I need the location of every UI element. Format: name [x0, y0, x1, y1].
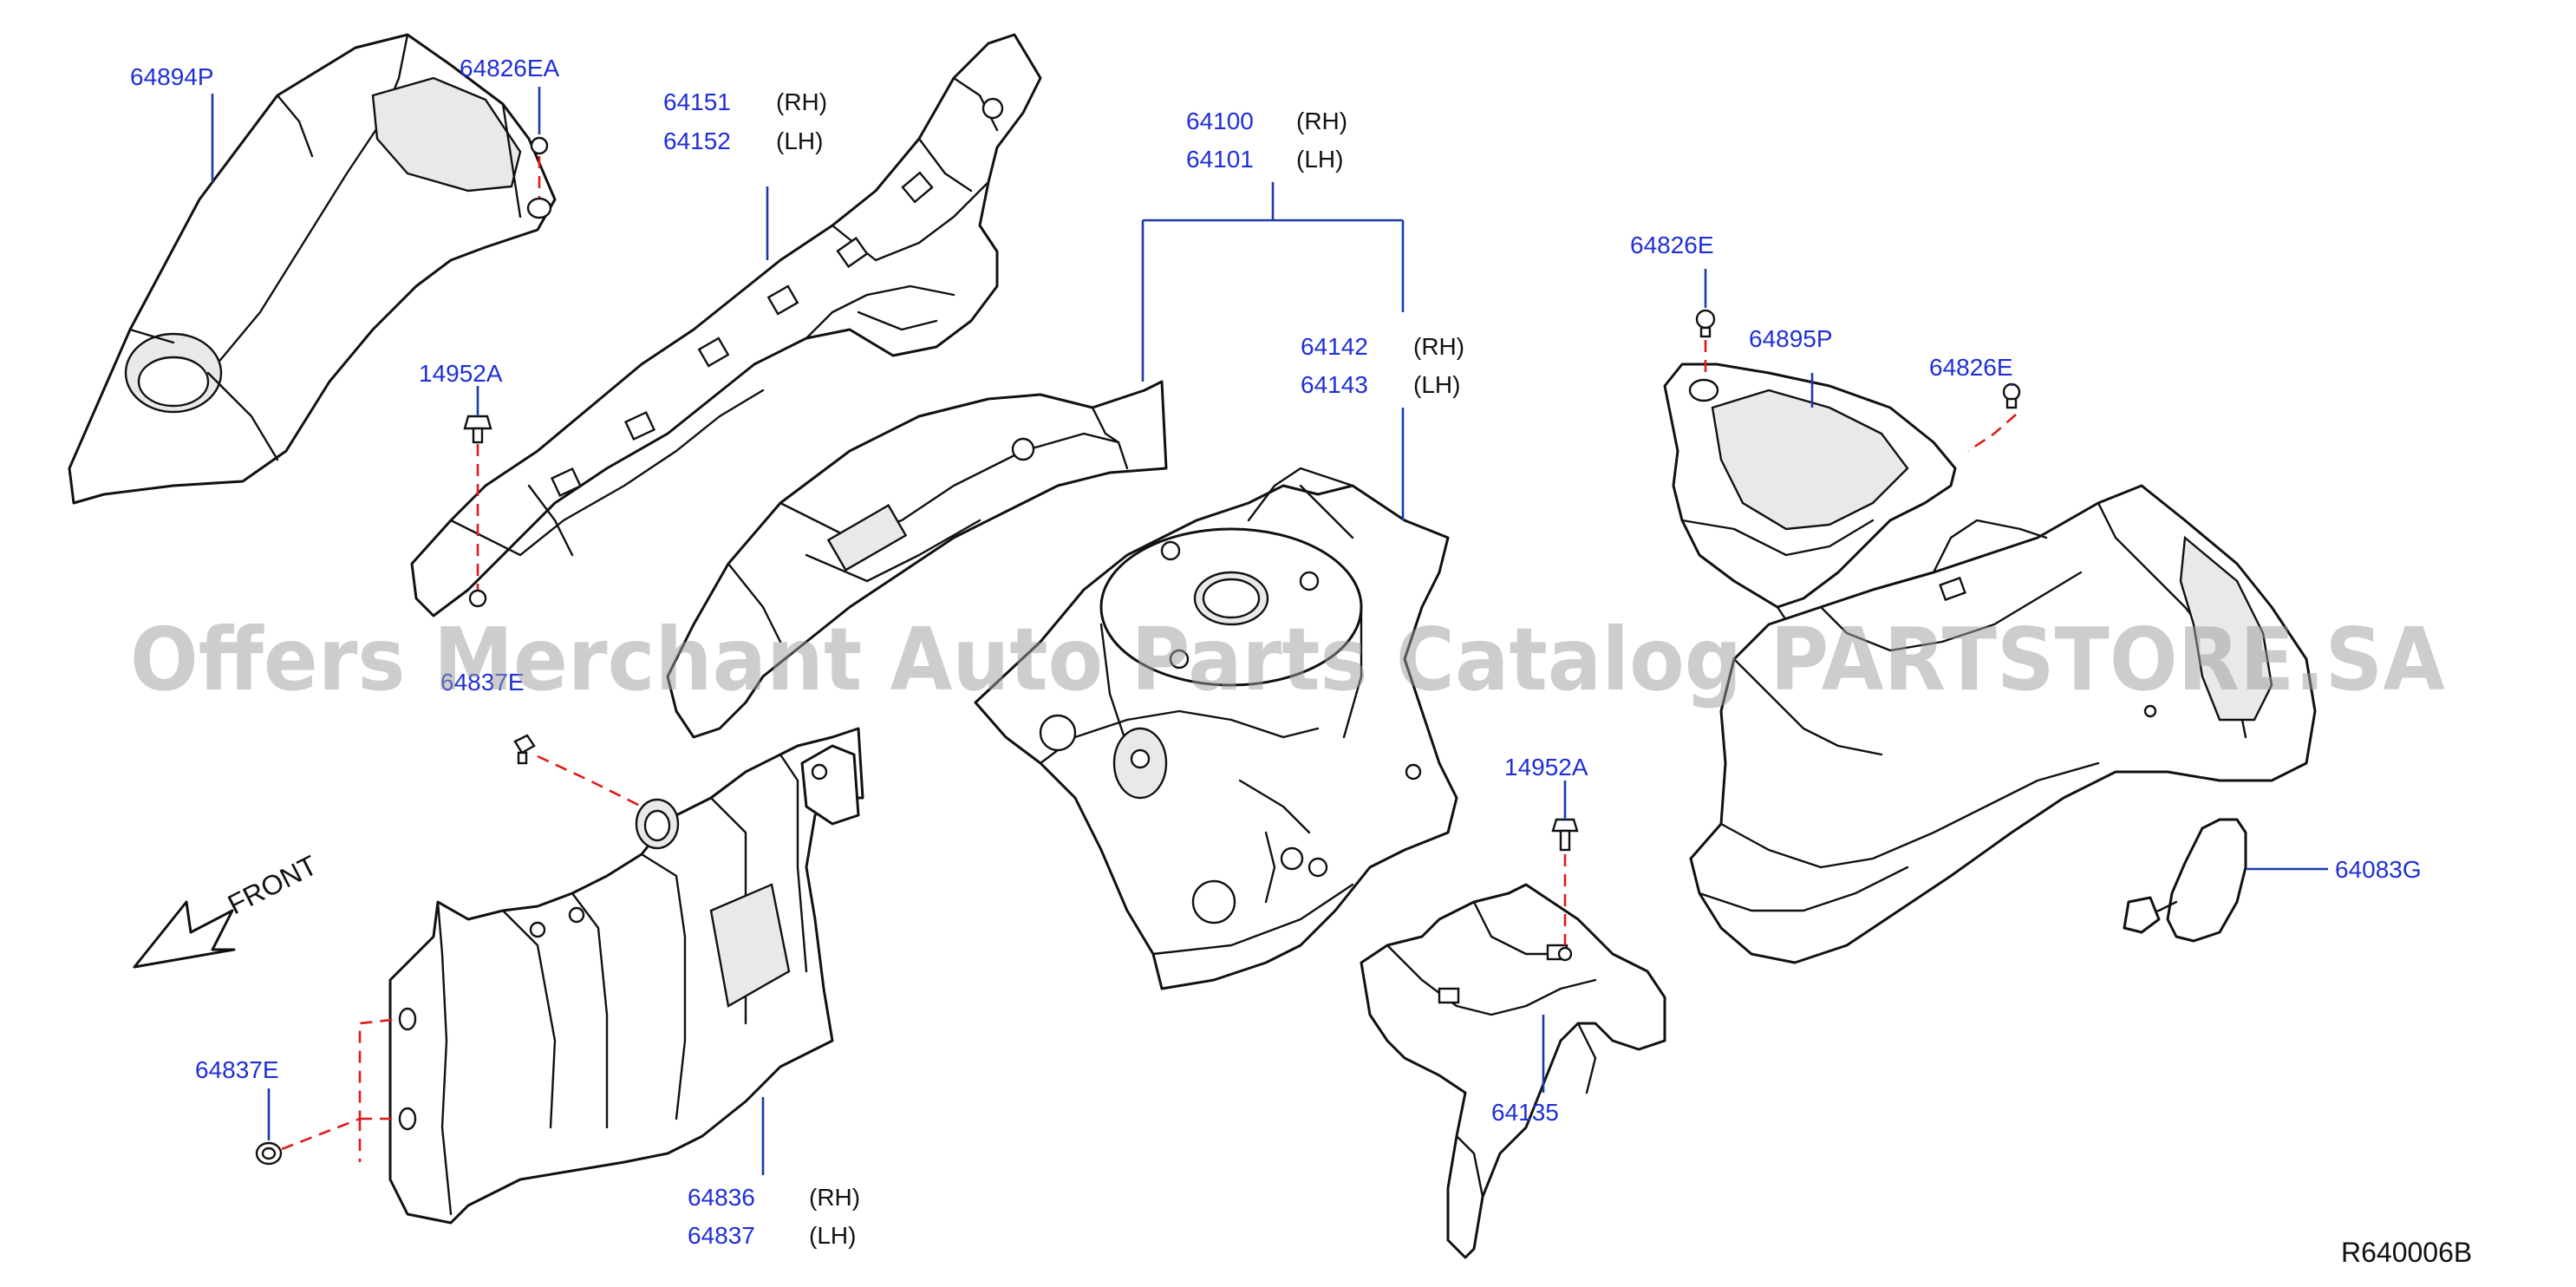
- reference-code: R640006B: [2341, 1237, 2472, 1268]
- callout-64152-side: (LH): [776, 127, 823, 154]
- callout-64836-side: (RH): [809, 1184, 860, 1211]
- part-64836-splash-shield[interactable]: [388, 727, 864, 1225]
- callout-64101-side: (LH): [1296, 146, 1343, 173]
- callout-64151-side: (RH): [776, 88, 827, 115]
- fastener-64837e-lower[interactable]: [255, 1141, 283, 1166]
- callout-64894p[interactable]: 64894P: [130, 63, 214, 90]
- part-64083g-cap[interactable]: [2123, 818, 2247, 943]
- part-64142-strut-housing[interactable]: [974, 467, 1458, 990]
- part-64894p-cover[interactable]: [68, 33, 557, 505]
- callout-64135[interactable]: 64135: [1491, 1099, 1559, 1126]
- callout-64101[interactable]: 64101: [1186, 146, 1254, 173]
- callout-14952a-left[interactable]: 14952A: [419, 360, 503, 387]
- fastener-path-64837e-lower: [281, 1017, 400, 1162]
- fastener-64837e-upper[interactable]: [513, 734, 536, 765]
- front-arrow-icon: [133, 900, 236, 969]
- callout-64152[interactable]: 64152: [663, 127, 731, 154]
- callout-64143-side: (LH): [1413, 371, 1460, 398]
- part-64895p-cover[interactable]: [1663, 363, 1957, 652]
- callout-64142[interactable]: 64142: [1301, 333, 1368, 360]
- part-wheelhouse-member[interactable]: [666, 380, 1168, 739]
- callout-64100-side: (RH): [1296, 108, 1347, 134]
- fastener-path-64826e-right: [1967, 414, 2017, 453]
- callout-64100[interactable]: 64100: [1186, 108, 1254, 134]
- fastener-64826e-top[interactable]: [1695, 309, 1716, 338]
- callout-64826e-top[interactable]: 64826E: [1630, 232, 1714, 258]
- callout-64826e-right[interactable]: 64826E: [1929, 354, 2013, 381]
- callout-64826ea[interactable]: 64826EA: [460, 55, 560, 82]
- callout-64837[interactable]: 64837: [688, 1222, 755, 1249]
- leader-64100: [1141, 182, 1405, 382]
- callout-64895p[interactable]: 64895P: [1749, 325, 1833, 352]
- callout-14952a-right[interactable]: 14952A: [1504, 754, 1588, 781]
- fastener-14952a-right[interactable]: [1551, 818, 1579, 962]
- callout-64083g[interactable]: 64083G: [2335, 856, 2422, 883]
- callout-64143[interactable]: 64143: [1301, 371, 1368, 398]
- front-label: FRONT: [223, 849, 323, 920]
- fastener-path-64837e-upper: [537, 755, 642, 808]
- callout-64151[interactable]: 64151: [663, 88, 731, 115]
- fastener-64826ea[interactable]: [526, 136, 552, 219]
- part-64135-bracket[interactable]: [1360, 883, 1666, 1259]
- callout-64837e-lower[interactable]: 64837E: [195, 1056, 279, 1083]
- watermark: Offers Merchant Auto Parts Catalog PARTS…: [130, 609, 2445, 710]
- callout-64836[interactable]: 64836: [688, 1184, 755, 1211]
- part-64151-rail[interactable]: [410, 33, 1042, 617]
- callout-64837e-upper[interactable]: 64837E: [440, 669, 525, 696]
- callout-64142-side: (RH): [1413, 333, 1464, 360]
- fastener-64826e-right[interactable]: [2002, 382, 2021, 409]
- part-rear-panel[interactable]: [1689, 484, 2317, 964]
- fastener-14952a-left[interactable]: [463, 415, 492, 608]
- callout-64837-side: (LH): [809, 1222, 856, 1249]
